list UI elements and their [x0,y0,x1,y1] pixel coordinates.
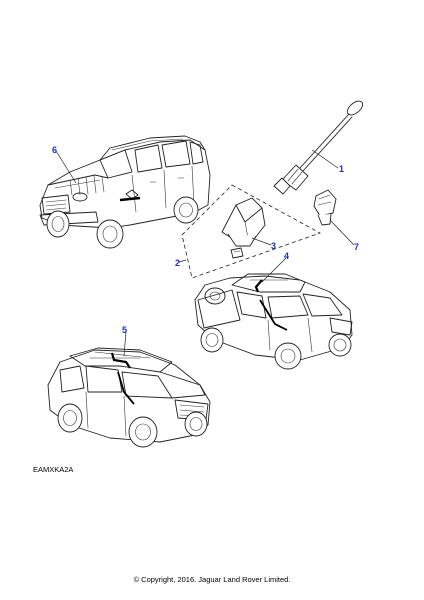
copyright-notice: © Copyright, 2016. Jaguar Land Rover Lim… [133,575,291,584]
clip-part-7 [313,189,337,226]
leader-lines [55,149,355,357]
callout-4: 4 [284,251,289,261]
vehicle-five-door-front-view [39,135,211,249]
callout-3: 3 [271,241,276,251]
vehicle-five-door-roof-view [47,347,211,448]
callout-2: 2 [175,258,180,268]
callout-6: 6 [52,145,57,155]
callout-1: 1 [339,164,344,174]
antenna-base-group [181,184,321,279]
antenna-mast [273,100,364,195]
callout-5: 5 [122,325,127,335]
callout-7: 7 [354,242,359,252]
vehicle-three-door-rear-view [194,273,353,370]
illustration-reference-code: EAMXKA2A [33,465,74,474]
